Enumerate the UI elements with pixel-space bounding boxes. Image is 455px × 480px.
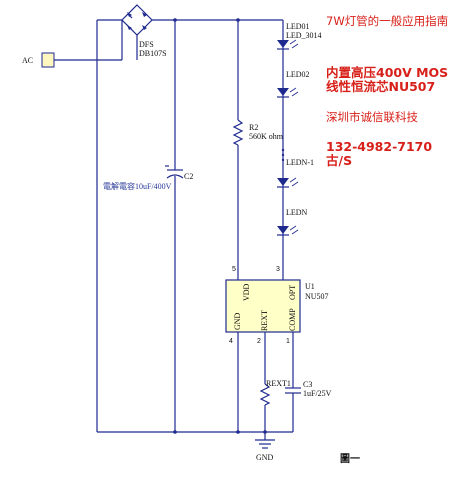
ic-part: NU507 bbox=[305, 292, 329, 301]
resistor-r2-symbol bbox=[232, 119, 244, 146]
pin-num-vdd: 5 bbox=[232, 266, 236, 273]
annotation-line3: 线性恒流芯NU507 bbox=[326, 79, 436, 94]
led01-part: LED_3014 bbox=[286, 31, 322, 40]
cap-c2-ref: C2 bbox=[184, 172, 194, 181]
ground-label: GND bbox=[256, 453, 274, 462]
cap-c3-value: 1uF/25V bbox=[303, 389, 332, 398]
annotation-line4: 深圳市诚信联科技 bbox=[326, 110, 418, 124]
cap-c2-value: 電解電容10uF/400V bbox=[103, 182, 172, 191]
annotation-line5: 132-4982-7170 bbox=[326, 139, 433, 154]
ic-ref: U1 bbox=[305, 282, 315, 291]
ac-label: AC bbox=[22, 56, 34, 65]
resistor-rext1-symbol bbox=[259, 383, 271, 406]
led01-ref: LED01 bbox=[286, 22, 310, 31]
bridge-part: DB107S bbox=[139, 49, 167, 58]
cap-c3-ref: C3 bbox=[303, 380, 313, 389]
ground-symbol bbox=[255, 439, 275, 449]
bridge-rectifier-symbol bbox=[121, 4, 153, 36]
pin-opt-label: OPT bbox=[288, 284, 297, 300]
pin-gnd-label: GND bbox=[233, 312, 242, 330]
pin-num-comp: 1 bbox=[286, 338, 290, 345]
pin-rext-label: REXT bbox=[260, 310, 269, 331]
pin-comp-label: COMP bbox=[288, 308, 297, 331]
capacitor-c3-symbol bbox=[285, 387, 301, 394]
capacitor-c2-symbol bbox=[165, 160, 184, 432]
ic-u1-body bbox=[225, 279, 301, 333]
rext1-ref: REXT1 bbox=[266, 379, 291, 388]
pin-num-opt: 3 bbox=[276, 266, 280, 273]
pin-num-gnd: 4 bbox=[229, 338, 233, 345]
pin-num-rext: 2 bbox=[257, 338, 261, 345]
figure-label: 圖一 bbox=[340, 454, 360, 465]
ledn-ref: LEDN bbox=[286, 208, 308, 217]
pin-vdd-label: VDD bbox=[242, 283, 251, 301]
resistor-r2-ref: R2 bbox=[249, 123, 259, 132]
led02-ref: LED02 bbox=[286, 70, 310, 79]
annotation-line1: 7W灯管的一般应用指南 bbox=[326, 14, 449, 28]
led-chain-symbols bbox=[277, 39, 299, 236]
annotation-line6: 古/S bbox=[326, 153, 353, 168]
ac-connector bbox=[41, 52, 55, 68]
bridge-ref: DFS bbox=[139, 40, 154, 49]
ledn1-ref: LEDN-1 bbox=[286, 158, 314, 167]
annotation-line2: 内置高压400V MOS bbox=[326, 65, 449, 80]
resistor-r2-value: 560K ohm bbox=[249, 132, 283, 141]
